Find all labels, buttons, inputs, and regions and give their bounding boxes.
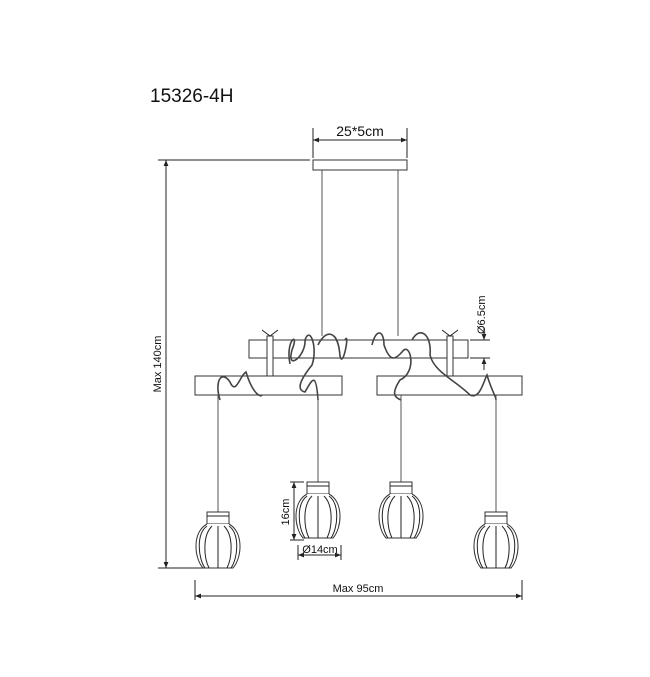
width-label: Max 95cm: [333, 583, 384, 595]
beam-diameter-dimension: Ø6.5cm: [470, 295, 490, 370]
beam-diameter-label: Ø6.5cm: [476, 295, 488, 334]
connector-post: [266, 335, 274, 377]
shade-diameter-label: Ø14cm: [302, 544, 337, 556]
height-dimension: Max 140cm: [152, 159, 310, 569]
pendant-2: [295, 395, 341, 539]
canopy-dimension-label: 25*5cm: [336, 123, 383, 139]
shade-height-dimension: 16cm: [280, 481, 304, 541]
pendant-4: [473, 395, 519, 569]
coiled-cord: [217, 332, 497, 401]
upper-beam: [248, 339, 469, 359]
wing-nut-icon: [261, 329, 459, 337]
height-label: Max 140cm: [152, 336, 164, 393]
width-dimension: Max 95cm: [194, 580, 523, 600]
shade-height-label: 16cm: [280, 499, 292, 526]
connector-post: [446, 335, 454, 377]
canopy: [312, 159, 408, 171]
shade-diameter-dimension: Ø14cm: [297, 544, 342, 560]
pendant-1: [195, 395, 241, 569]
canopy-dimension: 25*5cm: [312, 123, 408, 158]
lower-beam-right: [376, 375, 523, 396]
model-number: 15326-4H: [150, 86, 233, 107]
pendant-3: [378, 395, 424, 539]
